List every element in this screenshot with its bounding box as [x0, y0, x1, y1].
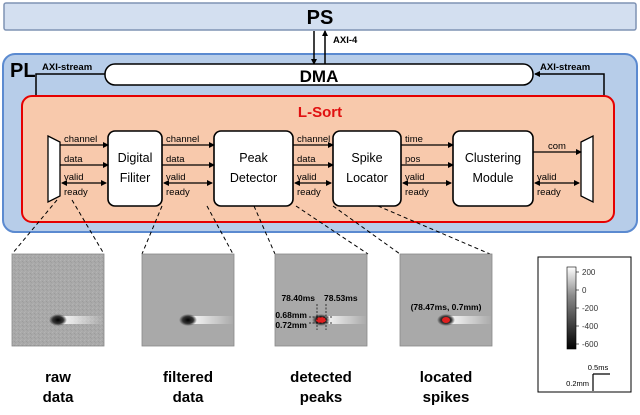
- ps-block: [3, 2, 637, 31]
- panel-caption-line1: raw: [45, 369, 71, 386]
- spike-image: [399, 253, 493, 347]
- ready-label: ready: [537, 187, 561, 198]
- module-box: [332, 130, 402, 207]
- spike-tail: [190, 316, 234, 324]
- annot-t2: 78.53ms: [324, 293, 358, 303]
- module-box: [107, 130, 163, 207]
- ps-label: PS: [307, 7, 334, 29]
- module-label-line2: Module: [473, 171, 514, 185]
- annot-loc: (78.47ms, 0.7mm): [411, 302, 482, 312]
- annot-p2: 0.72mm: [275, 320, 307, 330]
- dma-label: DMA: [300, 67, 339, 86]
- spike-image: [11, 253, 105, 347]
- ready-label: ready: [166, 187, 190, 198]
- module-box: [452, 130, 534, 207]
- panel-1: filtered data: [141, 253, 235, 406]
- scalebar-y-label: 0.2mm: [566, 379, 589, 388]
- signal-label: data: [297, 154, 316, 165]
- colorbar-tick-label: -200: [582, 304, 599, 313]
- colorbar-tick-label: -600: [582, 340, 599, 349]
- spike-image: [141, 253, 235, 347]
- colorbar-panel: [537, 256, 632, 393]
- panel-caption-line2: peaks: [300, 389, 343, 406]
- axi-stream-left-label: AXI-stream: [42, 62, 92, 73]
- axi4-label: AXI-4: [333, 35, 358, 46]
- spike-peak: [49, 314, 67, 326]
- located-marker: [442, 317, 450, 323]
- module-label-line1: Clustering: [465, 151, 521, 165]
- colorbar: [566, 266, 577, 350]
- output-mux: [580, 134, 594, 204]
- spike-image: [274, 253, 368, 347]
- panel-3: located spikes (78.47ms, 0.7mm): [399, 253, 493, 406]
- panel-caption-line1: detected: [290, 369, 352, 386]
- module-label-line2: Filiter: [120, 171, 151, 185]
- link-2: channel data valid ready: [293, 134, 334, 198]
- lsort-label: L-Sort: [298, 104, 342, 121]
- module-label-line2: Locator: [346, 171, 388, 185]
- colorbar-tick-label: 0: [582, 286, 587, 295]
- axi-stream-right-label: AXI-stream: [540, 62, 590, 73]
- annot-p1: 0.68mm: [275, 310, 307, 320]
- signal-label: channel: [64, 134, 97, 145]
- module-label-line1: Peak: [239, 151, 268, 165]
- ready-label: ready: [297, 187, 321, 198]
- link-3: time pos valid ready: [401, 134, 454, 198]
- panel-caption-line2: data: [173, 389, 205, 406]
- spike-tail: [60, 316, 104, 324]
- valid-label: valid: [166, 172, 186, 183]
- ready-label: ready: [64, 187, 88, 198]
- zoom-lines: [11, 199, 491, 255]
- spike-tail: [323, 316, 367, 324]
- module-box: [213, 130, 294, 207]
- colorbar-tick-label: -400: [582, 322, 599, 331]
- panel-caption-line2: spikes: [423, 389, 470, 406]
- module-label-line2: Detector: [230, 171, 277, 185]
- pl-label: PL: [10, 60, 36, 82]
- valid-label: valid: [537, 172, 557, 183]
- panel-caption-line2: data: [43, 389, 75, 406]
- panel-0: raw data: [11, 253, 105, 406]
- link-1: channel data valid ready: [162, 134, 215, 198]
- signal-label: channel: [166, 134, 199, 145]
- scalebar-x-label: 0.5ms: [588, 363, 609, 372]
- panel-caption-line1: filtered: [163, 369, 213, 386]
- module-label-line1: Digital: [118, 151, 153, 165]
- signal-label: channel: [297, 134, 330, 145]
- signal-label: pos: [405, 154, 421, 165]
- annot-t1: 78.40ms: [281, 293, 315, 303]
- signal-label: data: [64, 154, 83, 165]
- signal-label: data: [166, 154, 185, 165]
- peak-marker: [316, 317, 326, 323]
- signal-label: com: [548, 141, 566, 152]
- module-label-line1: Spike: [351, 151, 382, 165]
- panel-caption-line1: located: [420, 369, 473, 386]
- link-4: com valid ready: [533, 141, 582, 198]
- valid-label: valid: [297, 172, 317, 183]
- colorbar-tick-label: 200: [582, 268, 596, 277]
- spike-peak: [179, 314, 197, 326]
- link-0: channel data valid ready: [60, 134, 109, 198]
- spike-tail: [448, 316, 492, 324]
- ready-label: ready: [405, 187, 429, 198]
- valid-label: valid: [405, 172, 425, 183]
- input-mux: [47, 134, 61, 204]
- valid-label: valid: [64, 172, 84, 183]
- signal-label: time: [405, 134, 423, 145]
